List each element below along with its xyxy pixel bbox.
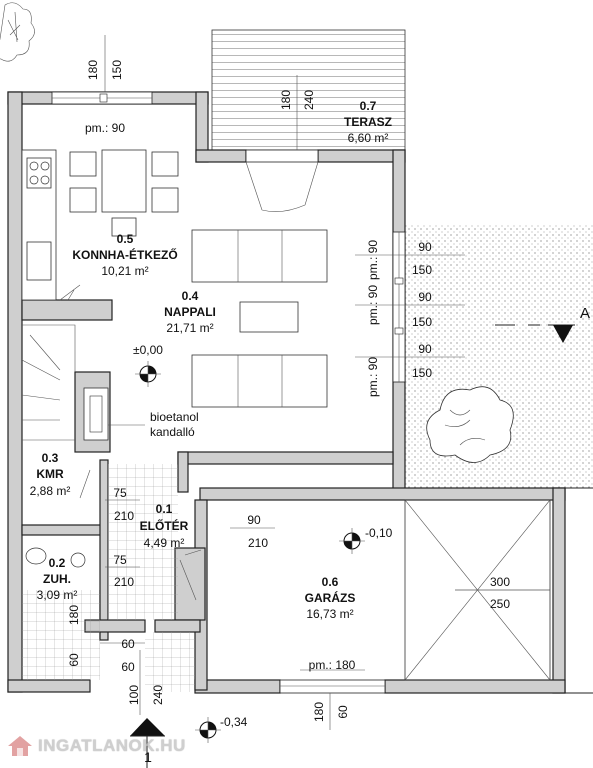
room-area-02: 3,09 m² (37, 588, 78, 602)
dim-terrace-door-h: 240 (302, 90, 316, 110)
room-name-05: KONNHA-ÉTKEZŐ (72, 247, 177, 262)
dim-terrace-door-w: 180 (279, 90, 293, 110)
section-number: 1 (144, 749, 152, 765)
dim-kmr-door-h: 210 (114, 509, 134, 523)
staircase (21, 324, 76, 441)
dim-right-150-2: 150 (412, 315, 432, 329)
watermark-text: INGATLANOK.HU (38, 736, 186, 755)
pm-window-label-3: pm.: 90 (366, 357, 380, 397)
coffee-table (239, 301, 299, 333)
dining-table (69, 149, 179, 237)
dim-top-window-h: 150 (110, 60, 124, 80)
room-area-01: 4,49 m² (144, 536, 185, 550)
dim-garage-win-w: 180 (312, 702, 326, 722)
room-number-03: 0.3 (42, 451, 59, 465)
dim-entry-240: 240 (151, 685, 165, 705)
level-nappali: ±0,00 (133, 343, 163, 357)
dim-right-90-1: 90 (418, 240, 432, 254)
dim-garage-door-w: 90 (247, 513, 261, 527)
fireplace (83, 387, 145, 441)
pm-garage-label: pm.: 180 (309, 658, 356, 672)
dim-top-window-w: 180 (86, 60, 100, 80)
sofa-top (191, 229, 328, 283)
room-name-04: NAPPALI (164, 305, 216, 319)
sofa-bottom (191, 354, 328, 408)
terrace-door (245, 149, 319, 212)
room-name-01: ELŐTÉR (140, 518, 189, 533)
level-garazs: -0,10 (365, 526, 393, 540)
room-number-05: 0.5 (117, 232, 134, 246)
kitchen-counter (21, 149, 81, 301)
room-number-01: 0.1 (156, 502, 173, 516)
level-marker-nappali (135, 361, 161, 387)
window-garage (279, 679, 386, 694)
dim-entry-100: 100 (127, 685, 141, 705)
fireplace-label-2: kandalló (150, 425, 195, 439)
dim-garage-win-h: 60 (336, 705, 350, 719)
step-tiles (145, 632, 195, 692)
dim-garage-door-h: 210 (248, 536, 268, 550)
dim-zuh-door-h: 210 (114, 575, 134, 589)
dim-zuh-door-w: 75 (113, 553, 127, 567)
room-name-06: GARÁZS (305, 590, 356, 605)
dim-step-60-1: 60 (121, 637, 135, 651)
room-area-05: 10,21 m² (101, 264, 148, 278)
room-area-06: 16,73 m² (306, 607, 353, 621)
level-marker-entry (195, 717, 221, 743)
dim-right-150-3: 150 (412, 366, 432, 380)
house-icon (8, 736, 32, 756)
dim-zuh-window-w: 180 (67, 605, 81, 625)
room-name-02: ZUH. (43, 572, 71, 586)
dim-gate-h: 250 (490, 597, 510, 611)
pm-window-label-1: pm.: 90 (366, 240, 380, 280)
dimension-lines (100, 35, 550, 730)
window-kitchen (51, 91, 153, 105)
room-number-06: 0.6 (322, 575, 339, 589)
bath-tiles (22, 590, 100, 680)
entrance-marker (130, 718, 165, 768)
shrub-right (426, 386, 514, 463)
room-area-07: 6,60 m² (348, 131, 389, 145)
dim-step-60-2: 60 (121, 660, 135, 674)
entry-tiles (108, 464, 178, 620)
section-marker-a (495, 324, 575, 343)
room-name-07: TERASZ (344, 115, 392, 129)
room-number-02: 0.2 (49, 556, 66, 570)
dim-right-90-2: 90 (418, 290, 432, 304)
fireplace-label-1: bioetanol (150, 410, 199, 424)
shower-fixtures (25, 469, 202, 601)
dim-right-90-3: 90 (418, 342, 432, 356)
room-area-03: 2,88 m² (30, 484, 71, 498)
dim-gate-w: 300 (490, 575, 510, 589)
room-number-04: 0.4 (182, 289, 199, 303)
room-number-07: 0.7 (360, 99, 377, 113)
level-marker-garazs (339, 528, 365, 554)
pm-window-label-2: pm.: 90 (366, 285, 380, 325)
terrace-deck (211, 29, 406, 151)
pm-kitchen-label: pm.: 90 (85, 121, 125, 135)
section-letter: A (580, 305, 590, 322)
level-entry: -0,34 (220, 715, 248, 729)
window-right-1 (392, 231, 406, 383)
dim-kmr-door-w: 75 (113, 486, 127, 500)
dim-zuh-window-h: 60 (67, 653, 81, 667)
room-name-03: KMR (36, 467, 64, 481)
room-area-04: 21,71 m² (166, 321, 213, 335)
dim-right-150-1: 150 (412, 263, 432, 277)
watermark: INGATLANOK.HU (6, 734, 186, 758)
tree-top-left (0, 2, 35, 62)
